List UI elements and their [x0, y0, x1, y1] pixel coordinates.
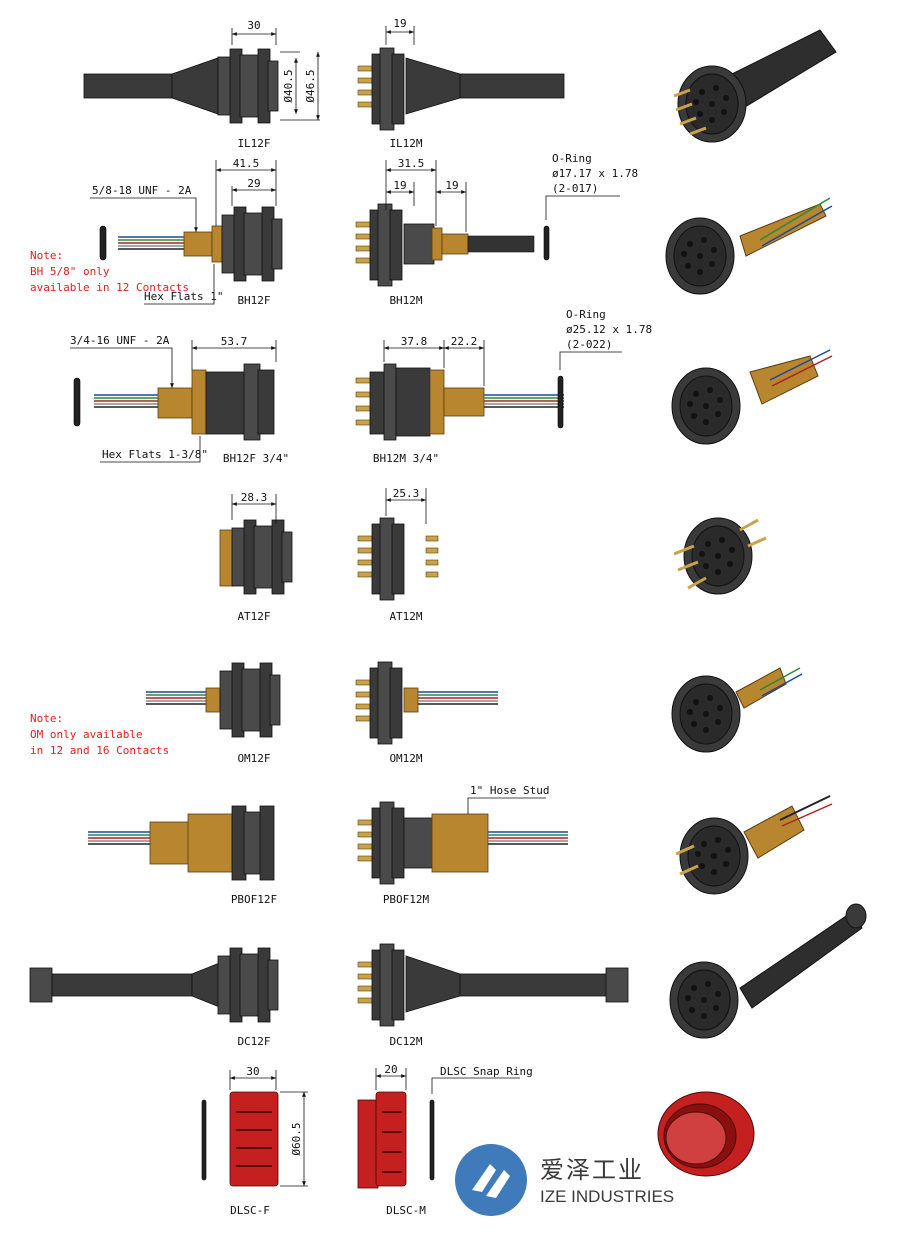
at12-iso-image	[673, 517, 767, 595]
dim-at12f-width: 28.3	[241, 491, 268, 504]
thread-bh12f34: 3/4-16 UNF - 2A	[70, 334, 170, 347]
dim-il12f-dia1: Ø40.5	[282, 69, 295, 102]
row-om12: Note: OM only available in 12 and 16 Con…	[30, 661, 803, 765]
oring-bh12m34-size: ø25.12 x 1.78	[566, 323, 652, 336]
oring-bh12m-title: O-Ring	[552, 152, 592, 165]
om12m-drawing	[355, 661, 499, 745]
dim-dlscm-width: 20	[384, 1063, 397, 1076]
svg-text:OM only available: OM only available	[30, 728, 143, 741]
bh12m-drawing: 31.5 19 19 O-Ring ø17.17 x 1.78 (2-017)	[355, 152, 638, 287]
note-bh: Note: BH 5/8" only available in 12 Conta…	[30, 249, 189, 294]
dim-dlscf-width: 30	[246, 1065, 259, 1078]
row-pbof12: PBOF12F 1" Hose Stud PBOF12M	[87, 784, 833, 906]
label-pbof12m: PBOF12M	[383, 893, 430, 906]
dim-bh12m-face: 19	[393, 179, 406, 192]
oring-bh12m34-title: O-Ring	[566, 308, 606, 321]
dlscf-drawing: 30 Ø60.5	[201, 1065, 308, 1187]
dc12-iso-image	[669, 903, 867, 1039]
svg-text:in 12 and 16 Contacts: in 12 and 16 Contacts	[30, 744, 169, 757]
thread-bh12f: 5/8-18 UNF - 2A	[92, 184, 192, 197]
il12f-drawing: 30 Ø40.5 Ø46.5	[83, 19, 320, 124]
note-om: Note: OM only available in 12 and 16 Con…	[30, 712, 169, 757]
brand-name-cn: 爱泽工业	[540, 1156, 644, 1184]
svg-text:available in 12 Contacts: available in 12 Contacts	[30, 281, 189, 294]
dim-bh12m-thread: 19	[445, 179, 458, 192]
label-at12f: AT12F	[237, 610, 270, 623]
dim-bh12m34-body: 37.8	[401, 335, 428, 348]
at12f-drawing: 28.3	[219, 491, 293, 595]
dim-bh12f-total: 41.5	[233, 157, 260, 170]
label-pbof12f: PBOF12F	[231, 893, 277, 906]
il12m-drawing: 19	[357, 17, 565, 131]
label-om12f: OM12F	[237, 752, 270, 765]
dim-bh12m34-thread: 22.2	[451, 335, 478, 348]
dlscm-drawing: 20 DLSC Snap Ring	[357, 1063, 533, 1189]
dc12m-drawing	[357, 943, 629, 1027]
om12-iso-image	[671, 667, 803, 753]
pbof12f-drawing	[87, 805, 275, 881]
label-dlscm: DLSC-M	[386, 1204, 426, 1217]
label-il12f: IL12F	[237, 137, 270, 150]
label-bh12m34: BH12M 3/4"	[373, 452, 439, 465]
bh12f-drawing: 41.5 29 5/8-18 UNF - 2A Hex Flats 1"	[90, 157, 283, 305]
brand-name-en: IZE INDUSTRIES	[540, 1187, 674, 1206]
at12m-drawing: 25.3	[357, 487, 439, 601]
label-dlscf: DLSC-F	[230, 1204, 270, 1217]
hex-bh12f: Hex Flats 1"	[144, 290, 223, 303]
snap-ring-label: DLSC Snap Ring	[440, 1065, 533, 1078]
row-il12: 30 Ø40.5 Ø46.5 IL12F 19 IL12M	[83, 17, 837, 150]
label-il12m: IL12M	[389, 137, 422, 150]
row-bh12: Note: BH 5/8" only available in 12 Conta…	[30, 152, 833, 307]
row-bh12-34: 53.7 3/4-16 UNF - 2A Hex Flats 1-3/8" BH…	[70, 308, 833, 465]
svg-text:Note:: Note:	[30, 249, 63, 262]
bh12-34-iso-image	[671, 349, 833, 445]
dim-dlscf-dia: Ø60.5	[290, 1122, 303, 1155]
dim-bh12m-total: 31.5	[398, 157, 425, 170]
oring-bh12m-size: ø17.17 x 1.78	[552, 167, 638, 180]
brand-logo: 爱泽工业 IZE INDUSTRIES	[455, 1144, 674, 1216]
label-dc12f: DC12F	[237, 1035, 270, 1048]
om12f-drawing	[145, 662, 281, 738]
il12-iso-image	[673, 29, 837, 143]
label-at12m: AT12M	[389, 610, 422, 623]
label-dc12m: DC12M	[389, 1035, 422, 1048]
label-bh12m: BH12M	[389, 294, 422, 307]
pbof12m-drawing: 1" Hose Stud	[357, 784, 569, 885]
hex-bh12f34: Hex Flats 1-3/8"	[102, 448, 208, 461]
dim-bh12f-body: 29	[247, 177, 260, 190]
label-bh12f: BH12F	[237, 294, 270, 307]
pbof12-iso-image	[675, 795, 833, 895]
row-at12: 28.3 AT12F 25.3 AT12M	[219, 487, 767, 623]
bh12-iso-image	[665, 197, 833, 295]
dlsc-iso-image	[657, 1091, 755, 1177]
label-bh12f34: BH12F 3/4"	[223, 452, 289, 465]
svg-text:BH 5/8" only: BH 5/8" only	[30, 265, 110, 278]
bh12f34-drawing: 53.7 3/4-16 UNF - 2A Hex Flats 1-3/8"	[70, 334, 277, 463]
dc12f-drawing	[29, 947, 279, 1023]
dim-bh12f34-total: 53.7	[221, 335, 248, 348]
svg-text:Note:: Note:	[30, 712, 63, 725]
bh12m34-drawing: 37.8 22.2 O-Ring ø25.12 x 1.78 (2-022)	[355, 308, 652, 441]
label-om12m: OM12M	[389, 752, 422, 765]
oring-bh12m-code: (2-017)	[552, 182, 598, 195]
dim-il12m-width: 19	[393, 17, 406, 30]
row-dlsc: 30 Ø60.5 DLSC-F 20 DLSC Snap Ring DLSC-M	[201, 1063, 755, 1217]
hose-pbof12m: 1" Hose Stud	[470, 784, 549, 797]
brand-circle-icon	[455, 1144, 527, 1216]
row-dc12: DC12F DC12M	[29, 903, 867, 1048]
dim-at12m-width: 25.3	[393, 487, 420, 500]
dim-il12f-width: 30	[247, 19, 260, 32]
oring-bh12m34-code: (2-022)	[566, 338, 612, 351]
dim-il12f-dia2: Ø46.5	[304, 69, 317, 102]
